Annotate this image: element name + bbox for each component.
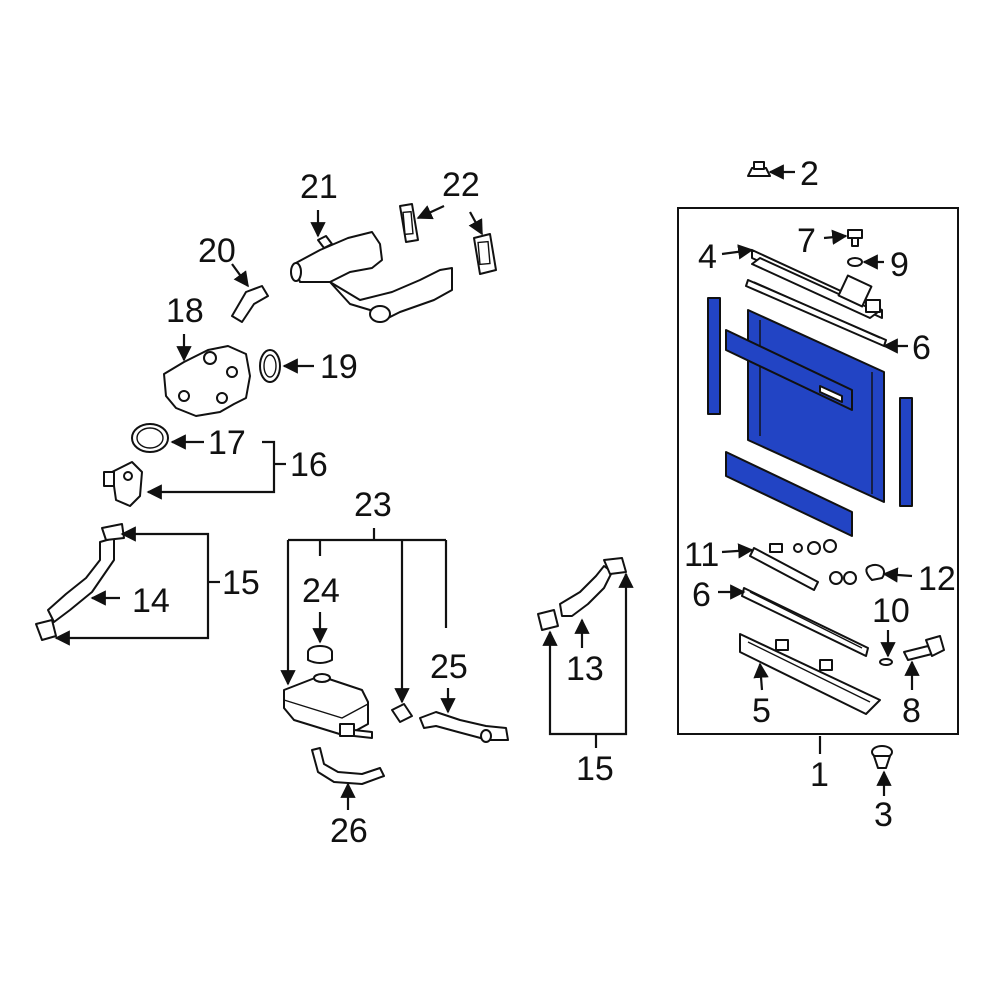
callout-15a: 15 [222, 564, 260, 602]
part-13-radiator-hose[interactable] [537, 557, 627, 631]
callout-7: 7 [797, 222, 816, 260]
part-25-clamp[interactable] [391, 703, 413, 723]
part-1-radiator-core[interactable] [707, 297, 913, 537]
part-2-clip[interactable] [747, 161, 771, 177]
callout-14: 14 [132, 582, 170, 620]
callout-26: 26 [330, 812, 368, 850]
callout-12: 12 [918, 560, 956, 598]
callout-17: 17 [208, 424, 246, 462]
part-26-hose[interactable] [311, 747, 385, 785]
part-11-pipe[interactable] [749, 539, 857, 591]
bracket-15-left [54, 532, 210, 646]
radiator-assembly-box [677, 207, 959, 735]
part-19-gasket[interactable] [259, 349, 281, 383]
callout-21: 21 [300, 168, 338, 206]
part-12-clamp[interactable] [865, 564, 886, 581]
leader-12 [882, 567, 913, 583]
callout-24: 24 [302, 572, 340, 610]
leader-5 [753, 662, 769, 691]
callout-13: 13 [566, 650, 604, 688]
callout-20: 20 [198, 232, 236, 270]
leader-11 [721, 543, 754, 559]
part-9-o-ring[interactable] [847, 257, 863, 267]
leader-7 [823, 229, 848, 245]
part-8-drain-cock[interactable] [903, 635, 945, 661]
part-18-water-outlet[interactable] [163, 345, 251, 417]
callout-23: 23 [354, 486, 392, 524]
part-3-cushion[interactable] [871, 745, 893, 769]
part-5-lower-tank[interactable] [739, 633, 881, 715]
callout-15b: 15 [576, 750, 614, 788]
callout-9: 9 [890, 246, 909, 284]
callout-18: 18 [166, 292, 204, 330]
bracket-15-center [548, 574, 628, 736]
radiator-right-seal [899, 397, 913, 507]
callout-16: 16 [290, 446, 328, 484]
bracket-16 [146, 440, 276, 500]
part-7-bolt[interactable] [847, 229, 863, 247]
callout-11: 11 [684, 536, 719, 574]
part-20-hose[interactable] [231, 285, 269, 323]
callout-19: 19 [320, 348, 358, 386]
part-23-reservoir-tank[interactable] [283, 673, 373, 739]
part-16-thermostat[interactable] [103, 461, 143, 507]
callout-1: 1 [810, 756, 829, 794]
part-25-hose[interactable] [419, 711, 509, 743]
callout-25: 25 [430, 648, 468, 686]
leader-22a [416, 205, 445, 220]
callout-4: 4 [698, 238, 717, 276]
leader-22b [468, 211, 483, 236]
leader-20 [231, 263, 249, 288]
leader-4 [721, 244, 754, 260]
part-22-gasket-left[interactable] [399, 203, 419, 243]
part-14-radiator-hose[interactable] [35, 523, 125, 641]
callout-5: 5 [752, 692, 771, 730]
callout-10: 10 [872, 592, 910, 630]
callout-22: 22 [442, 166, 480, 204]
part-22-gasket-right[interactable] [473, 233, 497, 275]
radiator-bottom-bar [725, 451, 853, 537]
part-4-upper-tank[interactable] [751, 249, 883, 319]
part-10-washer[interactable] [879, 658, 893, 666]
callout-3: 3 [874, 796, 893, 834]
callout-2: 2 [800, 155, 819, 193]
callout-6b: 6 [692, 576, 711, 614]
callout-8: 8 [902, 692, 921, 730]
part-21-water-pipe[interactable] [290, 231, 453, 323]
callout-6a: 6 [912, 329, 931, 367]
part-24-reservoir-cap[interactable] [307, 645, 333, 664]
part-17-o-ring[interactable] [131, 423, 169, 453]
radiator-left-seal [707, 297, 721, 415]
